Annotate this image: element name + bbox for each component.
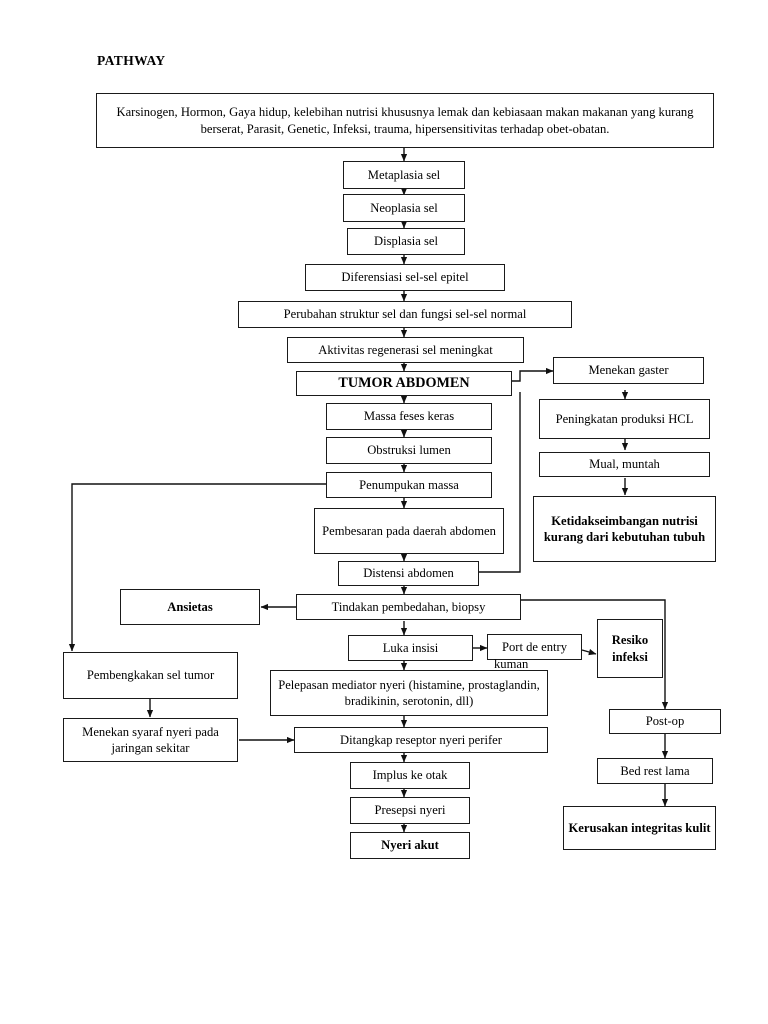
node-post-op: Post-op [609,709,721,734]
node-menekan-gaster: Menekan gaster [553,357,704,384]
node-mual-muntah: Mual, muntah [539,452,710,477]
node-ditangkap-reseptor-nyeri: Ditangkap reseptor nyeri perifer [294,727,548,753]
node-obstruksi-lumen: Obstruksi lumen [326,437,492,464]
node-diferensiasi-sel-epitel: Diferensiasi sel-sel epitel [305,264,505,291]
node-peningkatan-produksi-hcl: Peningkatan produksi HCL [539,399,710,439]
node-tindakan-pembedahan-biopsy: Tindakan pembedahan, biopsy [296,594,521,620]
node-menekan-syaraf-nyeri: Menekan syaraf nyeri pada jaringan sekit… [63,718,238,762]
node-pembengkakan-sel-tumor: Pembengkakan sel tumor [63,652,238,699]
node-tumor-abdomen: TUMOR ABDOMEN [296,371,512,396]
node-implus-ke-otak: Implus ke otak [350,762,470,789]
node-distensi-abdomen: Distensi abdomen [338,561,479,586]
port-de-entry-overflow-label: kuman [494,657,529,671]
node-luka-insisi: Luka insisi [348,635,473,661]
page-title: PATHWAY [97,53,166,68]
node-massa-feses-keras: Massa feses keras [326,403,492,430]
node-presepsi-nyeri: Presepsi nyeri [350,797,470,824]
node-ansietas: Ansietas [120,589,260,625]
node-metaplasia-sel: Metaplasia sel [343,161,465,189]
node-neoplasia-sel: Neoplasia sel [343,194,465,222]
node-displasia-sel: Displasia sel [347,228,465,255]
node-ketidakseimbangan-nutrisi: Ketidakseimbangan nutrisi kurang dari ke… [533,496,716,562]
node-bed-rest-lama: Bed rest lama [597,758,713,784]
node-penumpukan-massa: Penumpukan massa [326,472,492,498]
node-aktivitas-regenerasi: Aktivitas regenerasi sel meningkat [287,337,524,363]
node-pelepasan-mediator-nyeri: Pelepasan mediator nyeri (histamine, pro… [270,670,548,716]
node-kerusakan-integritas-kulit: Kerusakan integritas kulit [563,806,716,850]
node-pembesaran-daerah-abdomen: Pembesaran pada daerah abdomen [314,508,504,554]
node-perubahan-struktur-sel: Perubahan struktur sel dan fungsi sel-se… [238,301,572,328]
node-resiko-infeksi: Resiko infeksi [597,619,663,678]
node-nyeri-akut: Nyeri akut [350,832,470,859]
node-etiologi: Karsinogen, Hormon, Gaya hidup, kelebiha… [96,93,714,148]
